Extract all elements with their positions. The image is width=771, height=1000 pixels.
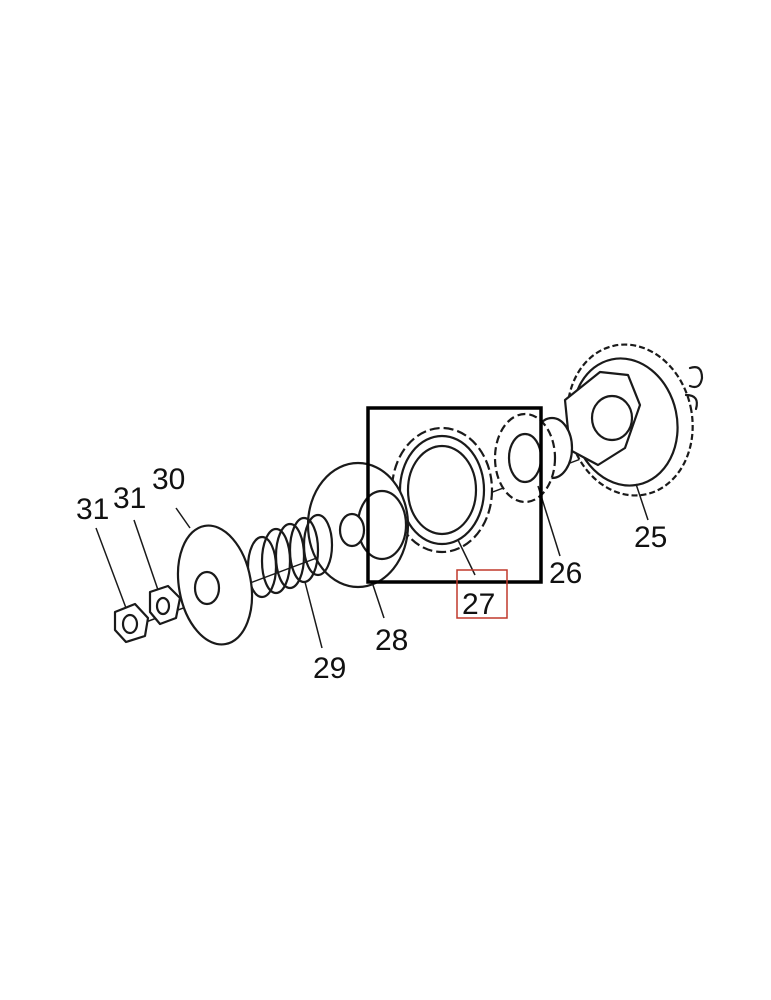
label-31-front: 31 <box>76 493 109 526</box>
leader-31a <box>95 527 127 609</box>
label-26: 26 <box>549 557 582 590</box>
part-27-clutch-ring <box>390 426 494 554</box>
leader-28 <box>371 581 385 619</box>
leader-30 <box>175 507 191 529</box>
label-31-rear: 31 <box>113 482 146 515</box>
highlight-box <box>366 406 543 584</box>
leader-27 <box>457 539 476 576</box>
leader-31b <box>133 519 159 591</box>
part-31-nut-front <box>113 602 150 644</box>
label-25: 25 <box>634 521 667 554</box>
label-29: 29 <box>313 652 346 685</box>
part-25-gear <box>563 343 704 497</box>
part-29-spring <box>246 513 334 599</box>
part-30-washer <box>176 524 254 646</box>
label-30: 30 <box>152 463 185 496</box>
part-28-plate <box>306 461 410 589</box>
label-27-highlight <box>456 569 508 619</box>
label-27: 27 <box>462 588 495 621</box>
leader-25 <box>635 483 649 521</box>
label-28: 28 <box>375 624 408 657</box>
leader-29 <box>304 581 323 649</box>
part-26-ring <box>493 412 574 504</box>
part-31-nut-rear <box>148 584 182 626</box>
